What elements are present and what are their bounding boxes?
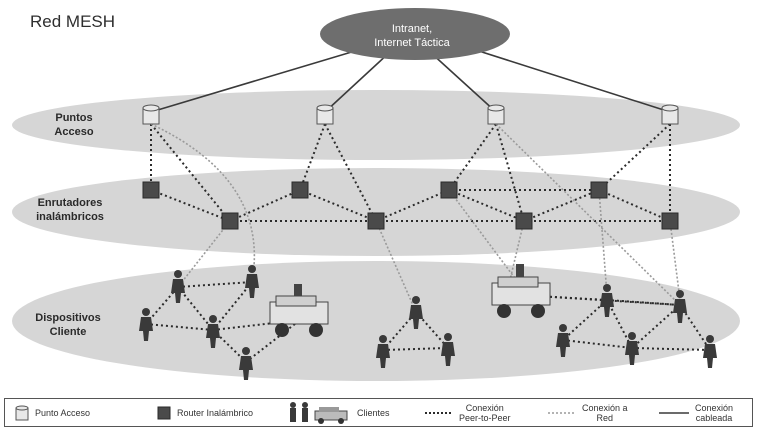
legend-peer-to-peer-label: Conexión Peer-to-Peer: [459, 403, 511, 423]
soldier-icon: [245, 265, 259, 298]
legend-wired-line2: cableada: [695, 412, 733, 423]
legend-net-line1: Conexión a: [582, 402, 628, 413]
legend-net-line2: Red: [596, 412, 614, 423]
router-icons: [142, 181, 679, 230]
soldier-icon: [409, 296, 423, 329]
legend-p2p-line2: Peer-to-Peer: [459, 412, 511, 423]
access-point-icon: [142, 104, 160, 125]
legend-p2p-line1: Conexión: [465, 402, 504, 413]
legend-clients: Clientes: [287, 399, 390, 426]
router-icon: [661, 212, 679, 230]
router-icon: [515, 212, 533, 230]
routers-layer-band: [12, 168, 740, 256]
routers-layer-label: Enrutadores inalámbricos: [10, 196, 130, 224]
network-line-icon: [548, 411, 576, 414]
soldier-icon: [600, 284, 614, 317]
access-point-icon: [15, 405, 29, 420]
clients-layer-label-line1: Dispositivos: [35, 312, 101, 324]
legend-access-point-label: Punto Acceso: [35, 407, 91, 418]
access-point-icon: [487, 104, 505, 125]
routers-layer-label-line2: inalámbricos: [36, 211, 104, 223]
router-icon: [157, 406, 171, 419]
soldier-icon: [673, 290, 687, 323]
access-point-icons: [142, 104, 679, 125]
legend-router-label: Router Inalámbrico: [177, 407, 254, 418]
legend-wired-label: Conexión cableada: [695, 403, 733, 423]
legend-network: Conexión a Red: [548, 399, 628, 426]
router-icon: [590, 181, 608, 199]
clients-layer-label: Dispositivos Cliente: [8, 311, 128, 339]
soldier-icon: [556, 324, 570, 357]
vehicle-icon: [491, 264, 551, 318]
diagram-title: Red MESH: [30, 12, 116, 31]
soldier-icon: [171, 270, 185, 303]
legend: Punto Acceso Router Inalámbrico Clientes…: [4, 398, 753, 427]
clients-layer-label-line2: Cliente: [49, 326, 87, 338]
access-point-icon: [316, 104, 334, 125]
soldier-icon: [139, 308, 153, 341]
wired-connections: [150, 44, 671, 113]
soldier-icon: [703, 335, 717, 368]
soldier-icons: [139, 265, 717, 380]
cloud-label-line2: Internet Táctica: [374, 37, 450, 49]
router-icon: [221, 212, 239, 230]
wired-line-icon: [659, 411, 689, 414]
clients-layer-band: [12, 261, 740, 381]
legend-clients-label: Clientes: [357, 407, 390, 418]
router-icon: [142, 181, 160, 199]
router-icon: [291, 181, 309, 199]
legend-wired-line1: Conexión: [695, 402, 734, 413]
vehicle-icon: [269, 284, 329, 337]
cloud-label-line1: Intranet,: [391, 23, 433, 35]
routers-layer-label-line1: Enrutadores: [37, 197, 103, 209]
network-connections: [150, 123, 681, 313]
router-icon: [440, 181, 458, 199]
legend-wired: Conexión cableada: [659, 399, 733, 426]
soldier-icon: [239, 347, 253, 380]
legend-router: Router Inalámbrico: [157, 399, 253, 426]
legend-network-label: Conexión a Red: [582, 403, 628, 423]
legend-peer-to-peer: Conexión Peer-to-Peer: [425, 399, 511, 426]
soldier-icon: [441, 333, 455, 366]
legend-access-point: Punto Acceso: [15, 399, 90, 426]
router-icon: [367, 212, 385, 230]
access-layer-label: Puntos Acceso: [14, 111, 134, 139]
clients-icon: [290, 401, 348, 424]
access-points-layer-band: [12, 90, 740, 160]
intranet-cloud: [320, 8, 510, 60]
soldier-icon: [206, 315, 220, 348]
cloud-label: Intranet, Internet Táctica: [352, 22, 472, 50]
access-layer-label-line2: Acceso: [54, 126, 94, 138]
soldier-icon: [625, 332, 639, 365]
access-layer-label-line1: Puntos: [55, 112, 93, 124]
access-point-icon: [661, 104, 679, 125]
peer-to-peer-line-icon: [425, 411, 453, 414]
soldier-icon: [376, 335, 390, 368]
